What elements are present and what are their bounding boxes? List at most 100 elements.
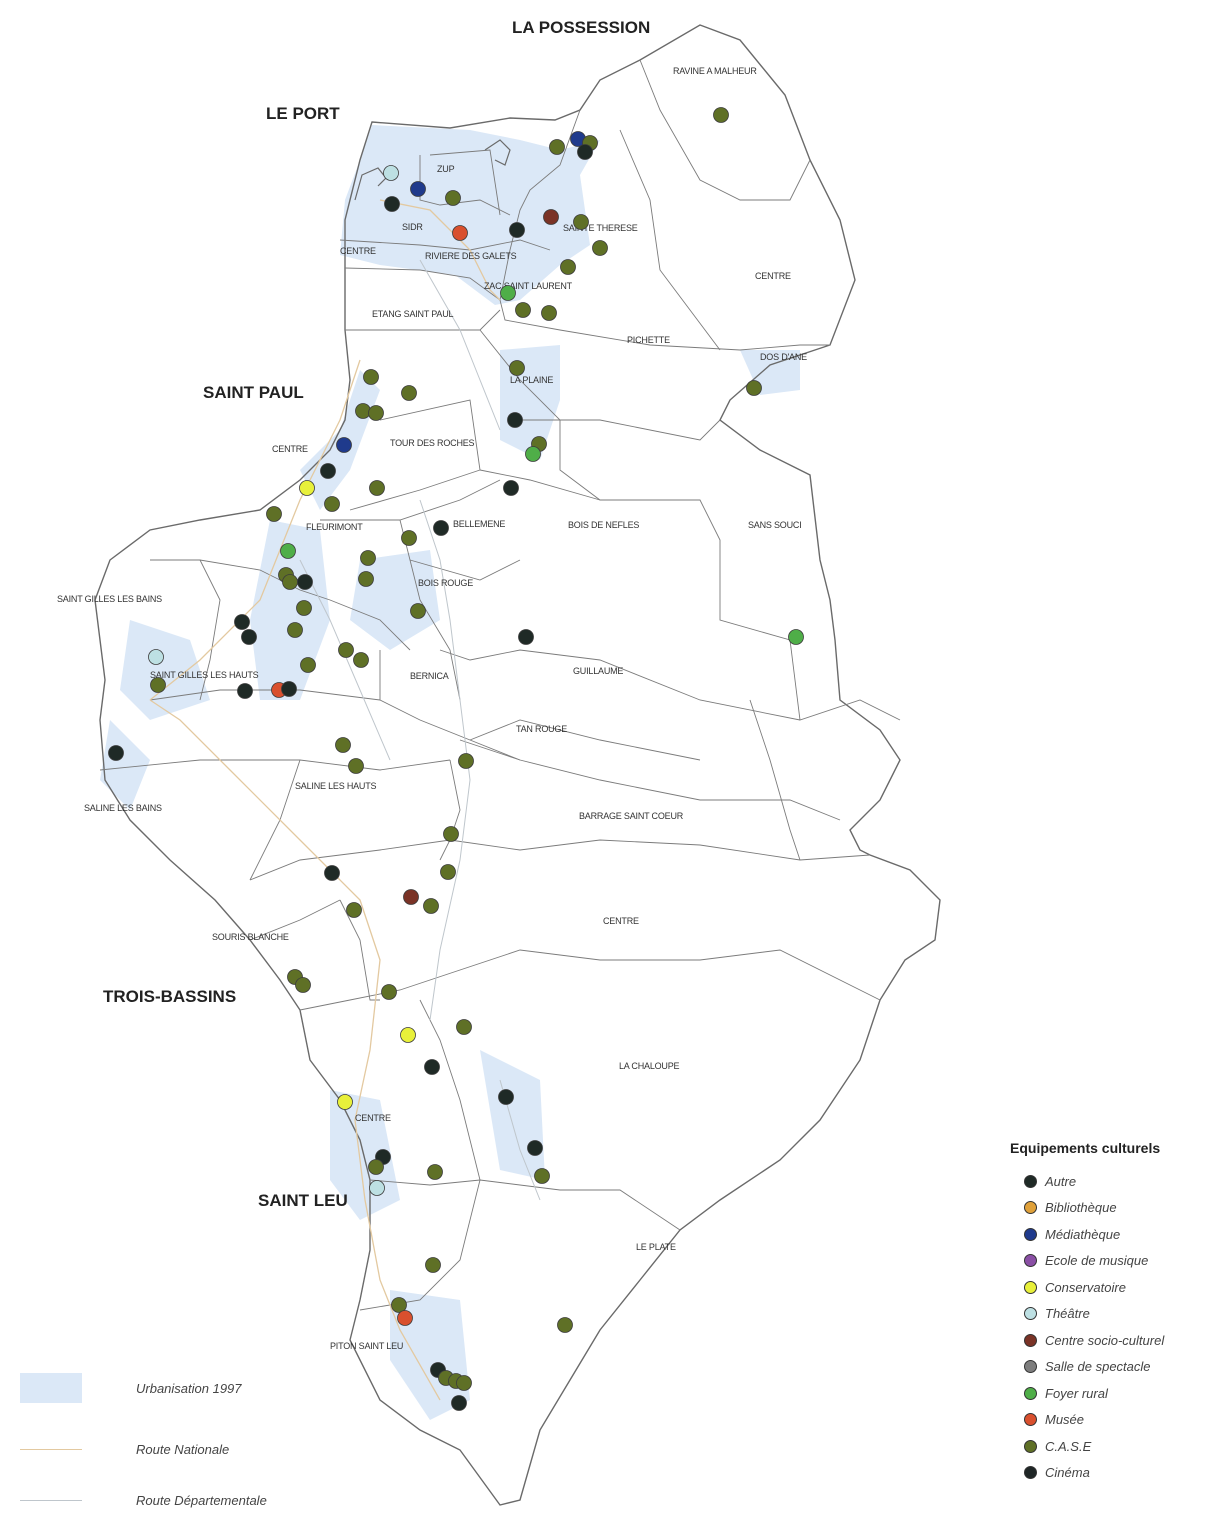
marker-case bbox=[427, 1164, 443, 1180]
legend-item-label: Bibliothèque bbox=[1045, 1200, 1117, 1216]
legend-urbanisation-label: Urbanisation 1997 bbox=[136, 1380, 242, 1396]
marker-autre bbox=[498, 1089, 514, 1105]
legend-route-nationale: Route Nationale bbox=[8, 1442, 229, 1457]
legend-urbanisation: Urbanisation 1997 bbox=[8, 1373, 242, 1403]
urbanisation-areas bbox=[100, 125, 800, 1420]
marker-case bbox=[348, 758, 364, 774]
marker-mediatheque bbox=[410, 181, 426, 197]
marker-autre bbox=[577, 144, 593, 160]
marker-musee bbox=[397, 1310, 413, 1326]
marker-theatre bbox=[148, 649, 164, 665]
label-bernica: BERNICA bbox=[410, 671, 449, 681]
legend-item-label: Médiathèque bbox=[1045, 1226, 1121, 1242]
marker-case bbox=[381, 984, 397, 1000]
label-pichette: PICHETTE bbox=[627, 335, 670, 345]
marker-autre bbox=[324, 865, 340, 881]
marker-case bbox=[549, 139, 565, 155]
marker-musee bbox=[452, 225, 468, 241]
label-tour-des-roches: TOUR DES ROCHES bbox=[390, 438, 475, 448]
marker-case bbox=[401, 385, 417, 401]
marker-autre bbox=[527, 1140, 543, 1156]
marker-case bbox=[445, 190, 461, 206]
legend-color-dot bbox=[1024, 1333, 1037, 1347]
label-la-possession: LA POSSESSION bbox=[512, 18, 650, 37]
label-la-plaine: LA PLAINE bbox=[510, 375, 553, 385]
label-trois-bassins: TROIS-BASSINS bbox=[103, 987, 236, 1006]
label-saline-les-bains: SALINE LES BAINS bbox=[84, 803, 162, 813]
label-bois-rouge: BOIS ROUGE bbox=[418, 578, 473, 588]
quarter-boundaries bbox=[99, 59, 901, 1311]
label-zac-saint-laurent: ZAC SAINT LAURENT bbox=[484, 281, 573, 291]
label-souris-blanche: SOURIS BLANCHE bbox=[212, 932, 289, 942]
label-centre-trois-bassins: CENTRE bbox=[603, 916, 639, 926]
label-tan-rouge: TAN ROUGE bbox=[516, 724, 567, 734]
legend-color-dot bbox=[1024, 1254, 1037, 1268]
label-le-plate: LE PLATE bbox=[636, 1242, 676, 1252]
marker-case bbox=[592, 240, 608, 256]
marker-case bbox=[355, 403, 371, 419]
legend-item: Foyer rural bbox=[1010, 1380, 1210, 1407]
legend-item: C.A.S.E bbox=[1010, 1433, 1210, 1460]
label-saline-les-hauts: SALINE LES HAUTS bbox=[295, 781, 377, 791]
marker-case bbox=[324, 496, 340, 512]
marker-case bbox=[425, 1257, 441, 1273]
marker-case bbox=[509, 360, 525, 376]
marker-case bbox=[358, 571, 374, 587]
marker-autre bbox=[320, 463, 336, 479]
marker-case bbox=[746, 380, 762, 396]
legend-item-label: Foyer rural bbox=[1045, 1385, 1108, 1401]
legend-color-dot bbox=[1024, 1439, 1037, 1453]
label-centre-possession: CENTRE bbox=[755, 271, 791, 281]
marker-conservatoire bbox=[337, 1094, 353, 1110]
marker-mediatheque bbox=[336, 437, 352, 453]
legend-item: Salle de spectacle bbox=[1010, 1354, 1210, 1381]
marker-case bbox=[560, 259, 576, 275]
marker-foyer-rural bbox=[788, 629, 804, 645]
marker-case bbox=[338, 642, 354, 658]
legend-route-departementale: Route Départementale bbox=[8, 1493, 267, 1508]
legend-color-dot bbox=[1024, 1201, 1037, 1215]
marker-case bbox=[282, 574, 298, 590]
legend-item: Cinéma bbox=[1010, 1460, 1210, 1487]
marker-case bbox=[440, 864, 456, 880]
legend-item-label: Cinéma bbox=[1045, 1465, 1090, 1481]
port-basin bbox=[354, 139, 511, 201]
marker-autre bbox=[507, 412, 523, 428]
marker-autre bbox=[297, 574, 313, 590]
marker-case bbox=[534, 1168, 550, 1184]
label-etang-saint-paul: ETANG SAINT PAUL bbox=[372, 309, 454, 319]
legend-color-dot bbox=[1024, 1227, 1037, 1241]
label-sidr: SIDR bbox=[402, 222, 423, 232]
marker-case bbox=[541, 305, 557, 321]
legend-item: Bibliothèque bbox=[1010, 1195, 1210, 1222]
marker-autre bbox=[234, 614, 250, 630]
marker-case bbox=[391, 1297, 407, 1313]
marker-theatre bbox=[369, 1180, 385, 1196]
label-guillaume: GUILLAUME bbox=[573, 666, 623, 676]
marker-case bbox=[296, 600, 312, 616]
label-centre-saint-paul: CENTRE bbox=[272, 444, 308, 454]
marker-centre-socio-culturel bbox=[403, 889, 419, 905]
urbanisation-swatch bbox=[20, 1373, 82, 1403]
quarter-labels: RAVINE A MALHEUR ZUP SIDR CENTRE RIVIERE… bbox=[57, 66, 807, 1351]
label-piton-saint-leu: PITON SAINT LEU bbox=[330, 1341, 403, 1351]
legend-route-departementale-label: Route Départementale bbox=[136, 1493, 267, 1508]
marker-case bbox=[368, 405, 384, 421]
marker-case bbox=[423, 898, 439, 914]
legend-item: Autre bbox=[1010, 1168, 1210, 1195]
label-sans-souci: SANS SOUCI bbox=[748, 520, 802, 530]
marker-case bbox=[363, 369, 379, 385]
label-saint-leu: SAINT LEU bbox=[258, 1191, 348, 1210]
legend-item-label: Théâtre bbox=[1045, 1306, 1090, 1322]
legend-item-label: C.A.S.E bbox=[1045, 1438, 1092, 1454]
equipment-markers bbox=[108, 107, 804, 1411]
legend-item-label: Musée bbox=[1045, 1412, 1085, 1428]
marker-case bbox=[515, 302, 531, 318]
legend-color-dot bbox=[1024, 1413, 1037, 1427]
label-centre-saint-leu: CENTRE bbox=[355, 1113, 391, 1123]
label-fleurimont: FLEURIMONT bbox=[306, 522, 363, 532]
marker-case bbox=[369, 480, 385, 496]
marker-case bbox=[713, 107, 729, 123]
marker-foyer-rural bbox=[525, 446, 541, 462]
